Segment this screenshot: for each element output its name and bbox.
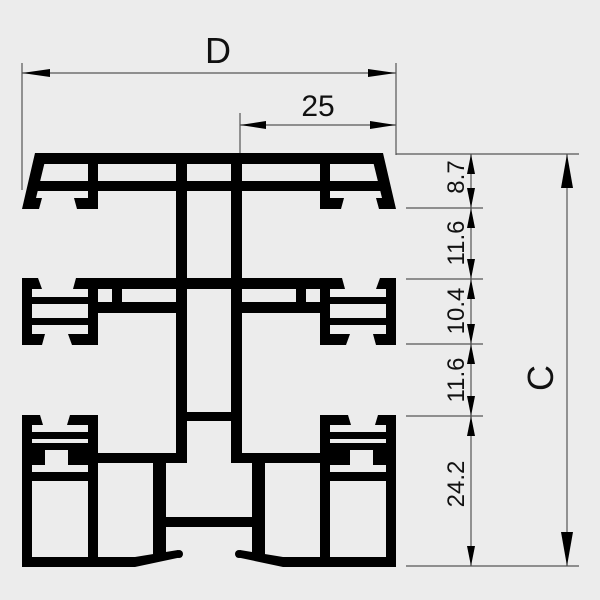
profile-half-right bbox=[208, 153, 396, 567]
profile-half-left bbox=[22, 153, 210, 567]
dimension-label-segment-1: 8.7 bbox=[443, 160, 470, 193]
dimension-label-segment-5: 24.2 bbox=[443, 461, 470, 508]
dimension-label-25: 25 bbox=[301, 90, 334, 123]
dimension-label-segment-2: 11.6 bbox=[443, 221, 470, 266]
dimension-label-c: C bbox=[520, 365, 561, 391]
dimension-label-segment-3: 10.4 bbox=[443, 288, 470, 335]
dimension-label-segment-4: 11.6 bbox=[443, 358, 470, 403]
dimension-lines bbox=[22, 69, 573, 566]
extension-lines bbox=[21, 63, 579, 567]
dimension-label-d: D bbox=[205, 30, 231, 71]
